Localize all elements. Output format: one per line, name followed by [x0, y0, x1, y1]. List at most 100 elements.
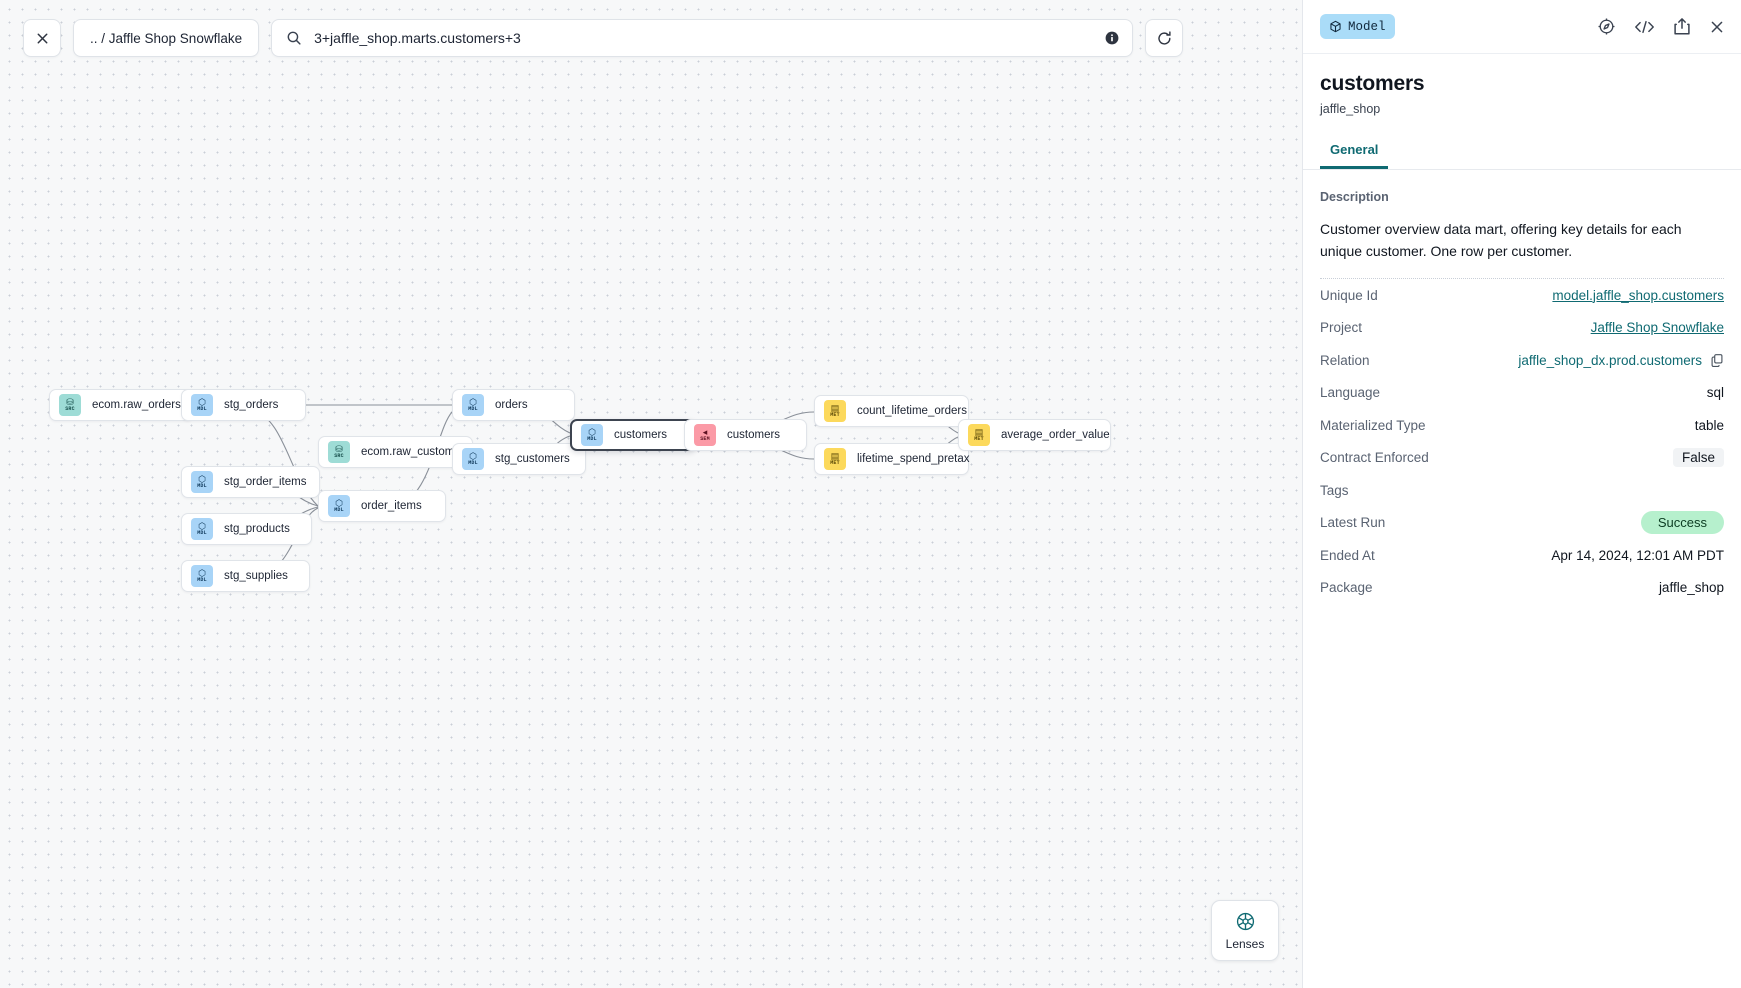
lineage-node-stg_order_items[interactable]: ⬡MDL stg_order_items	[181, 466, 320, 498]
badge-type-label: MDL	[197, 483, 207, 489]
lineage-node-label: count_lifetime_orders	[857, 405, 967, 417]
description-text: Customer overview data mart, offering ke…	[1320, 218, 1724, 279]
lineage-node-label: average_order_value	[1001, 429, 1110, 441]
lineage-node-customers_model[interactable]: ⬡MDL customers	[570, 419, 696, 451]
property-value-wrap: Success	[1640, 511, 1724, 535]
page-subtitle: jaffle_shop	[1320, 102, 1381, 116]
mdl-badge-icon: ⬡MDL	[191, 565, 213, 587]
lineage-node-stg_products[interactable]: ⬡MDL stg_products	[181, 513, 312, 545]
badge-type-label: MET	[830, 460, 840, 466]
src-badge-icon: ⛁SRC	[59, 394, 81, 416]
mdl-badge-icon: ⬡MDL	[191, 471, 213, 493]
code-icon[interactable]	[1634, 19, 1655, 35]
lineage-node-label: stg_customers	[495, 453, 570, 465]
property-row: Language sql	[1320, 377, 1724, 410]
breadcrumb[interactable]: .. / Jaffle Shop Snowflake	[73, 19, 260, 57]
lineage-node-label: customers	[727, 429, 781, 441]
canvas-toolbar: .. / Jaffle Shop Snowflake	[23, 19, 1184, 57]
property-key: Package	[1320, 580, 1373, 596]
panel-body: Description Customer overview data mart,…	[1303, 170, 1741, 604]
search-icon	[286, 30, 302, 46]
property-value-wrap: Jaffle Shop Snowflake	[1591, 320, 1724, 335]
lineage-node-label: stg_orders	[224, 399, 279, 411]
lineage-node-label: order_items	[361, 500, 422, 512]
resource-type-chip[interactable]: Model	[1320, 14, 1395, 39]
property-value[interactable]: Jaffle Shop Snowflake	[1590, 320, 1724, 336]
search-input[interactable]	[312, 29, 1095, 47]
property-row: Materialized Type table	[1320, 409, 1724, 442]
badge-type-label: MDL	[197, 577, 207, 583]
badge-type-label: SEM	[700, 436, 710, 442]
close-panel-icon[interactable]	[1709, 19, 1725, 35]
badge-type-label: SRC	[334, 453, 344, 459]
mdl-badge-icon: ⬡MDL	[462, 394, 484, 416]
met-badge-icon: ▤MET	[824, 448, 846, 470]
lineage-node-label: ecom.raw_orders	[92, 399, 181, 411]
search-box[interactable]	[271, 19, 1134, 57]
lenses-button[interactable]: Lenses	[1211, 900, 1279, 961]
property-value: False	[1672, 448, 1724, 468]
property-value: sql	[1706, 385, 1724, 401]
lineage-node-customers_semantic[interactable]: ◂SEM customers	[684, 419, 807, 451]
badge-type-label: MDL	[197, 530, 207, 536]
sem-badge-icon: ◂SEM	[694, 424, 716, 446]
mdl-badge-icon: ⬡MDL	[581, 424, 603, 446]
panel-title-block: customers jaffle_shop	[1303, 54, 1741, 116]
lineage-node-label: customers	[614, 429, 668, 441]
property-key: Tags	[1320, 482, 1349, 498]
panel-header-actions	[1597, 17, 1725, 36]
close-lineage-button[interactable]	[23, 19, 61, 57]
badge-type-label: MDL	[587, 436, 597, 442]
badge-type-label: MDL	[197, 406, 207, 412]
property-row: Tags	[1320, 474, 1724, 507]
src-badge-icon: ⛁SRC	[328, 441, 350, 463]
description-label: Description	[1320, 190, 1389, 204]
property-key: Unique Id	[1320, 287, 1378, 303]
lineage-node-label: lifetime_spend_pretax	[857, 453, 970, 465]
details-panel: Model	[1302, 0, 1741, 988]
lineage-canvas[interactable]: .. / Jaffle Shop Snowflake	[0, 0, 1302, 988]
lenses-label: Lenses	[1225, 936, 1265, 951]
badge-type-label: MET	[974, 436, 984, 442]
lineage-node-orders[interactable]: ⬡MDL orders	[452, 389, 575, 421]
property-value[interactable]: model.jaffle_shop.customers	[1552, 287, 1724, 303]
refresh-button[interactable]	[1145, 19, 1184, 57]
property-value-wrap: model.jaffle_shop.customers	[1552, 288, 1724, 303]
breadcrumb-label: .. / Jaffle Shop Snowflake	[90, 30, 243, 46]
info-icon[interactable]	[1104, 30, 1120, 46]
lineage-node-label: stg_order_items	[224, 476, 307, 488]
property-row: Contract Enforced False	[1320, 442, 1724, 475]
property-key: Materialized Type	[1320, 417, 1426, 433]
tab-general[interactable]: General	[1320, 142, 1389, 169]
copy-icon[interactable]	[1710, 353, 1724, 368]
property-value-wrap: table	[1695, 418, 1724, 433]
lineage-node-label: stg_products	[224, 523, 290, 535]
property-key: Relation	[1320, 352, 1370, 368]
badge-type-label: MET	[830, 412, 840, 418]
lineage-node-ecom_raw_orders[interactable]: ⛁SRC ecom.raw_orders	[49, 389, 194, 421]
lineage-node-label: orders	[495, 399, 528, 411]
property-value[interactable]: jaffle_shop_dx.prod.customers	[1518, 352, 1702, 368]
property-key: Contract Enforced	[1320, 450, 1429, 466]
property-value: Success	[1640, 511, 1724, 535]
badge-type-label: MDL	[468, 460, 478, 466]
property-row: Relation jaffle_shop_dx.prod.customers	[1320, 344, 1724, 377]
property-value-wrap: jaffle_shop_dx.prod.customers	[1518, 353, 1724, 368]
lineage-node-lifetime_spend_pretax[interactable]: ▤MET lifetime_spend_pretax	[814, 443, 970, 475]
mdl-badge-icon: ⬡MDL	[191, 518, 213, 540]
explore-icon[interactable]	[1597, 17, 1616, 36]
property-key: Language	[1320, 385, 1381, 401]
property-value: table	[1694, 417, 1724, 433]
share-icon[interactable]	[1673, 17, 1691, 36]
badge-type-label: MDL	[334, 507, 344, 513]
